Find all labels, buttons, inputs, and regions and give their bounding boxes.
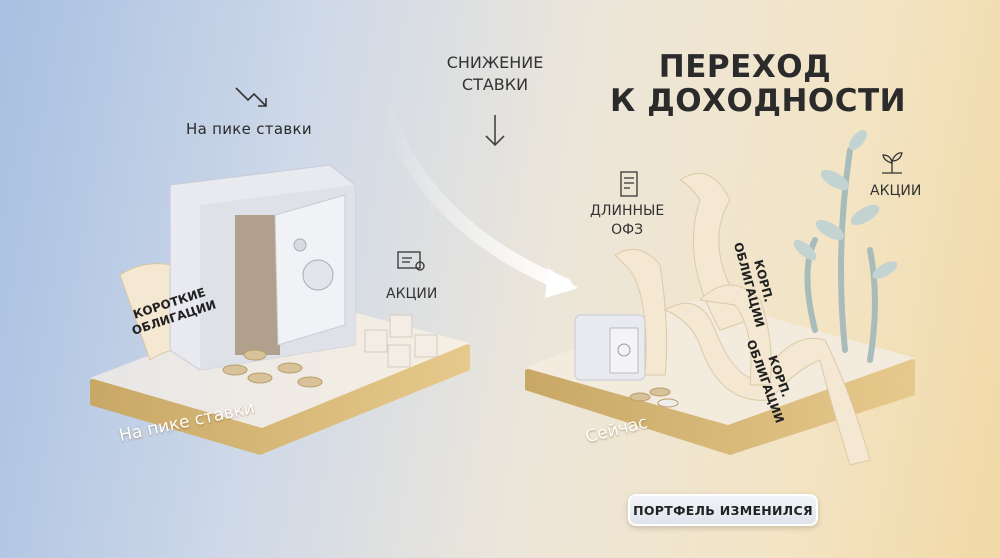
stock-plants: [793, 130, 898, 363]
stock-cubes: [364, 314, 438, 368]
peak-rate-label: На пике ставки: [186, 120, 312, 138]
curved-arrow-icon: [378, 103, 572, 292]
trend-down-icon: [235, 87, 267, 107]
page-title: Переход к доходности: [610, 49, 907, 119]
title-line-1: Переход: [658, 49, 832, 85]
left-stocks-label: Акции: [386, 286, 438, 302]
badge-text: Портфель изменился: [633, 502, 813, 518]
safe: [169, 164, 356, 371]
long-ofz-line-2: ОФЗ: [611, 222, 644, 238]
certificate-icon: [397, 251, 425, 271]
bond-scrolls: [614, 172, 871, 466]
small-safe: [574, 314, 646, 381]
long-ofz-line-1: Длинные: [590, 203, 665, 219]
sprout-icon: [882, 152, 903, 174]
rate-drop-text: Снижение ставки: [446, 53, 544, 94]
long-ofz-label: Длинные ОФЗ: [590, 202, 664, 240]
title-line-2: к доходности: [610, 83, 907, 119]
portfolio-changed-badge: Портфель изменился: [628, 494, 818, 526]
coins: [222, 349, 323, 388]
right-stocks-label: Акции: [870, 183, 922, 199]
coins: [629, 387, 679, 408]
document-icon: [620, 171, 638, 197]
rate-drop-label: Снижение ставки: [430, 52, 560, 96]
arrow-down-icon: [485, 115, 505, 147]
